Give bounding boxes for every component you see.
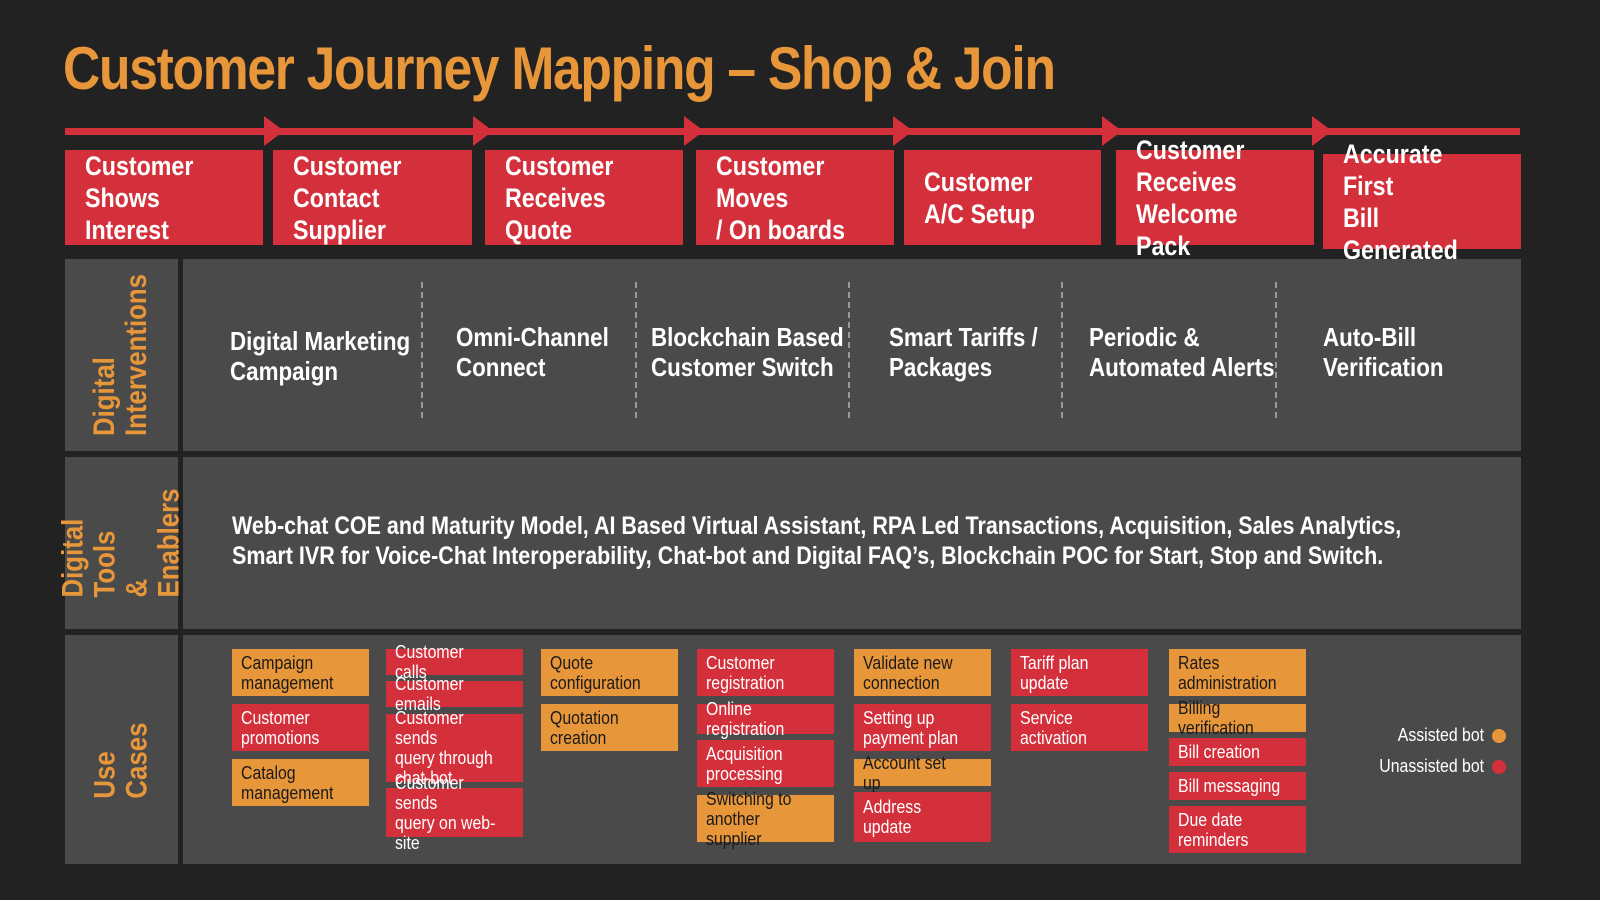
arrow-head-icon: [684, 116, 704, 146]
stage-label: Customer A/C Setup: [924, 166, 1035, 229]
intervention-smart-tariffs: Smart Tariffs / Packages: [889, 322, 1038, 382]
stage-label: Customer Moves / On boards: [716, 150, 846, 245]
stage-label: Customer Receives Welcome Pack: [1136, 134, 1245, 261]
use-case-item: Validate new connection: [854, 649, 991, 696]
use-case-item: Rates administration: [1169, 649, 1306, 696]
stage-ac-setup: Customer A/C Setup: [904, 150, 1101, 245]
use-case-item: Customer promotions: [232, 704, 369, 751]
use-case-item: Catalog management: [232, 759, 369, 806]
use-case-item: Customer emails: [386, 674, 523, 714]
use-case-item: Customer sends query on web-site: [386, 773, 523, 853]
arrow-head-icon: [1102, 116, 1122, 146]
arrow-head-icon: [264, 116, 284, 146]
interventions-panel: [183, 259, 1521, 451]
stage-shows-interest: Customer Shows Interest: [65, 150, 263, 245]
arrow-head-icon: [1312, 116, 1332, 146]
use-case-item: Campaign management: [232, 649, 369, 696]
intervention-blockchain-switch: Blockchain Based Customer Switch: [651, 322, 844, 382]
arrow-head-icon: [893, 116, 913, 146]
use-case-item: Tariff plan update: [1011, 649, 1148, 696]
use-case-item: Bill creation: [1169, 738, 1306, 766]
stage-welcome-pack: Customer Receives Welcome Pack: [1116, 135, 1314, 261]
tools-description: Web-chat COE and Maturity Model, AI Base…: [232, 512, 1402, 570]
row-label-use-cases: Use Cases: [65, 635, 178, 864]
use-case-item: Customer sends query through chat-bot: [386, 708, 523, 788]
stage-first-bill: Accurate First Bill Generated: [1323, 139, 1521, 265]
use-case-item: Service activation: [1011, 704, 1148, 751]
row-label-digital-interventions: Digital Interventions: [65, 259, 178, 451]
intervention-automated-alerts: Periodic & Automated Alerts: [1089, 322, 1275, 382]
use-case-item: Due date reminders: [1169, 806, 1306, 853]
legend-unassisted: Unassisted bot: [1365, 756, 1506, 777]
divider: [1275, 282, 1277, 418]
divider: [1061, 282, 1063, 418]
stage-label: Customer Contact Supplier: [293, 150, 402, 245]
divider: [848, 282, 850, 418]
use-case-item: Bill messaging: [1169, 772, 1306, 800]
page-title: Customer Journey Mapping – Shop & Join: [63, 35, 1056, 102]
divider: [635, 282, 637, 418]
stage-label: Customer Shows Interest: [85, 150, 194, 245]
orange-dot-icon: [1492, 728, 1506, 743]
use-case-item: Address update: [854, 792, 991, 842]
stage-moves-onboards: Customer Moves / On boards: [696, 150, 894, 245]
stage-contact-supplier: Customer Contact Supplier: [273, 150, 472, 245]
use-case-item: Quotation creation: [541, 704, 678, 751]
legend-label: Assisted bot: [1397, 725, 1484, 745]
intervention-auto-bill: Auto-Bill Verification: [1323, 322, 1444, 382]
use-case-item: Switching to another supplier: [697, 789, 834, 849]
use-case-item: Online registration: [697, 699, 834, 739]
red-dot-icon: [1492, 759, 1506, 774]
use-case-item: Customer calls: [386, 642, 523, 682]
tools-panel: [183, 457, 1521, 629]
use-case-item: Account set up: [854, 753, 991, 793]
use-case-item: Customer registration: [697, 649, 834, 696]
intervention-digital-marketing: Digital Marketing Campaign: [230, 326, 411, 386]
use-case-item: Acquisition processing: [697, 740, 834, 787]
divider: [421, 282, 423, 418]
legend-label: Unassisted bot: [1379, 756, 1484, 776]
use-case-item: Quote configuration: [541, 649, 678, 696]
use-case-item: Billing verification: [1169, 698, 1306, 738]
arrow-head-icon: [473, 116, 493, 146]
use-case-item: Setting up payment plan: [854, 704, 991, 751]
row-label-digital-tools: Digital Tools & Enablers: [57, 457, 186, 629]
intervention-omni-channel: Omni-Channel Connect: [456, 322, 609, 382]
legend-assisted: Assisted bot: [1386, 725, 1506, 746]
stage-label: Customer Receives Quote: [505, 150, 614, 245]
stage-receives-quote: Customer Receives Quote: [485, 150, 683, 245]
journey-arrow-line: [65, 128, 1520, 135]
stage-label: Accurate First Bill Generated: [1343, 138, 1458, 265]
use-cases-panel: [183, 635, 1521, 864]
